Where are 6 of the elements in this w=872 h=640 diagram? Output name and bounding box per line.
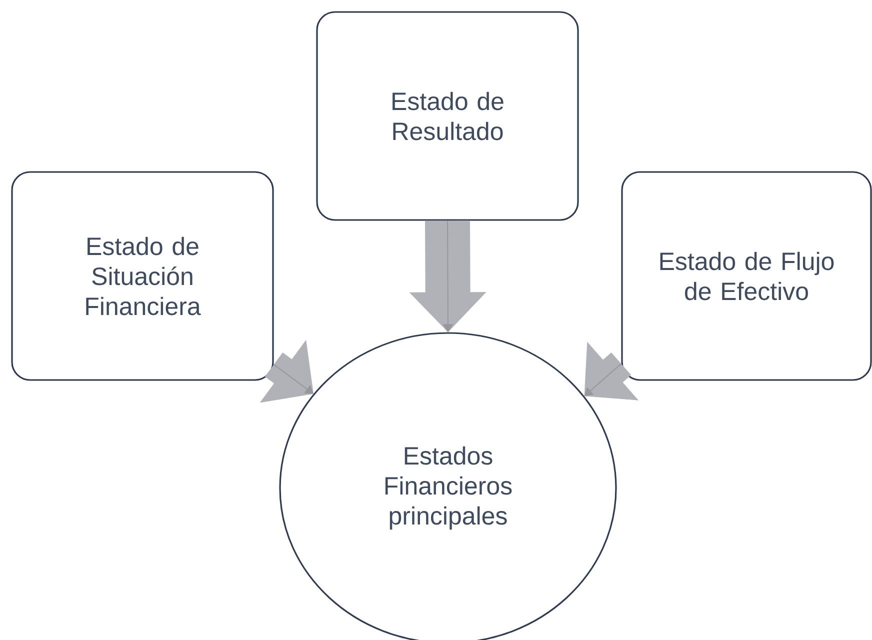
block-arrow xyxy=(409,220,486,332)
block-arrow xyxy=(584,342,639,400)
statement-box: Estado de Resultado xyxy=(316,11,579,221)
statement-box: Estado de Situación Financiera xyxy=(11,171,274,381)
statement-box: Estado de Flujo de Efectivo xyxy=(621,171,872,381)
block-arrow xyxy=(260,340,314,403)
